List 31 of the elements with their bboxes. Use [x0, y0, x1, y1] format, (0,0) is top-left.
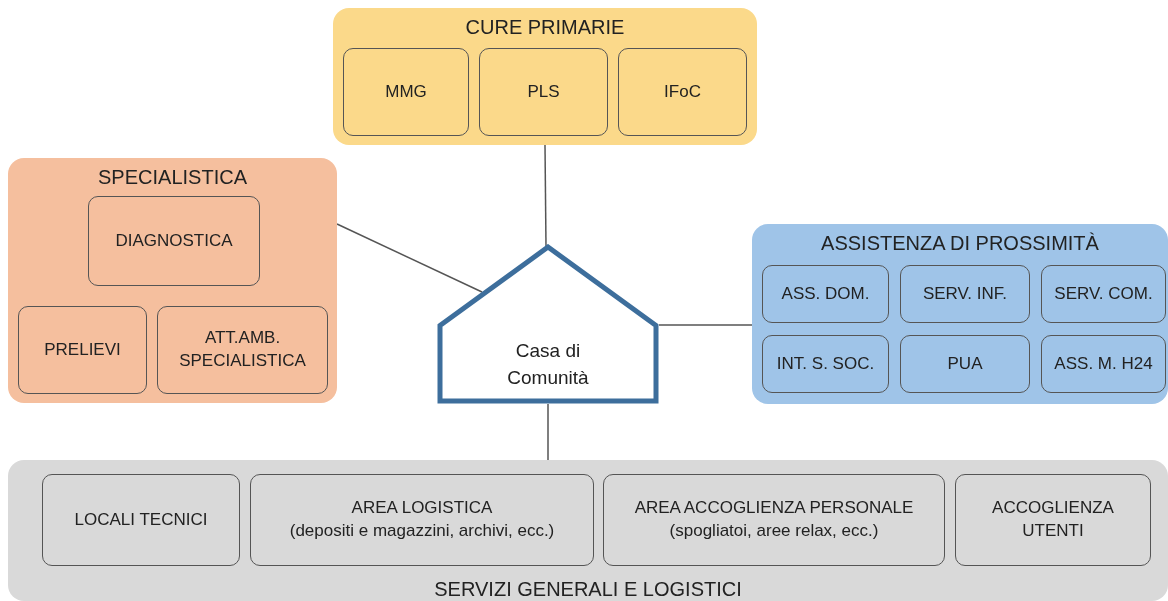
service-box: INT. S. SOC.	[762, 335, 889, 393]
service-box: SERV. INF.	[900, 265, 1030, 323]
box-description: (depositi e magazzini, archivi, ecc.)	[289, 520, 555, 542]
service-box: SERV. COM.	[1041, 265, 1166, 323]
node-label: Casa di Comunità	[506, 339, 590, 390]
group-title: ASSISTENZA DI PROSSIMITÀ	[821, 232, 1099, 255]
group-title: SERVIZI GENERALI E LOGISTICI	[434, 578, 742, 601]
service-box: ATT.AMB. SPECIALISTICA	[157, 306, 328, 394]
connector-line	[658, 324, 753, 326]
service-box: PUA	[900, 335, 1030, 393]
service-box: ACCOGLIENZA UTENTI	[955, 474, 1151, 566]
connector-line	[544, 144, 547, 248]
group-panel	[333, 8, 757, 145]
connector-line	[336, 223, 483, 293]
group-panel	[752, 224, 1168, 404]
service-box: LOCALI TECNICI	[42, 474, 240, 566]
group-title: SPECIALISTICA	[98, 166, 247, 189]
group-title: CURE PRIMARIE	[465, 16, 625, 39]
service-box: DIAGNOSTICA	[88, 196, 260, 286]
connector-line	[547, 403, 549, 461]
box-heading: AREA ACCOGLIENZA PERSONALE	[634, 497, 914, 520]
service-box: PRELIEVI	[18, 306, 147, 394]
group-panel	[8, 460, 1168, 601]
service-box: ASS. M. H24	[1041, 335, 1166, 393]
box-description: (spogliatoi, aree relax, ecc.)	[669, 520, 879, 542]
box-heading: AREA LOGISTICA	[351, 497, 493, 520]
group-panel	[8, 158, 337, 403]
service-box: PLS	[479, 48, 608, 136]
service-box: IFoC	[618, 48, 747, 136]
service-box: ASS. DOM.	[762, 265, 889, 323]
service-box: MMG	[343, 48, 469, 136]
